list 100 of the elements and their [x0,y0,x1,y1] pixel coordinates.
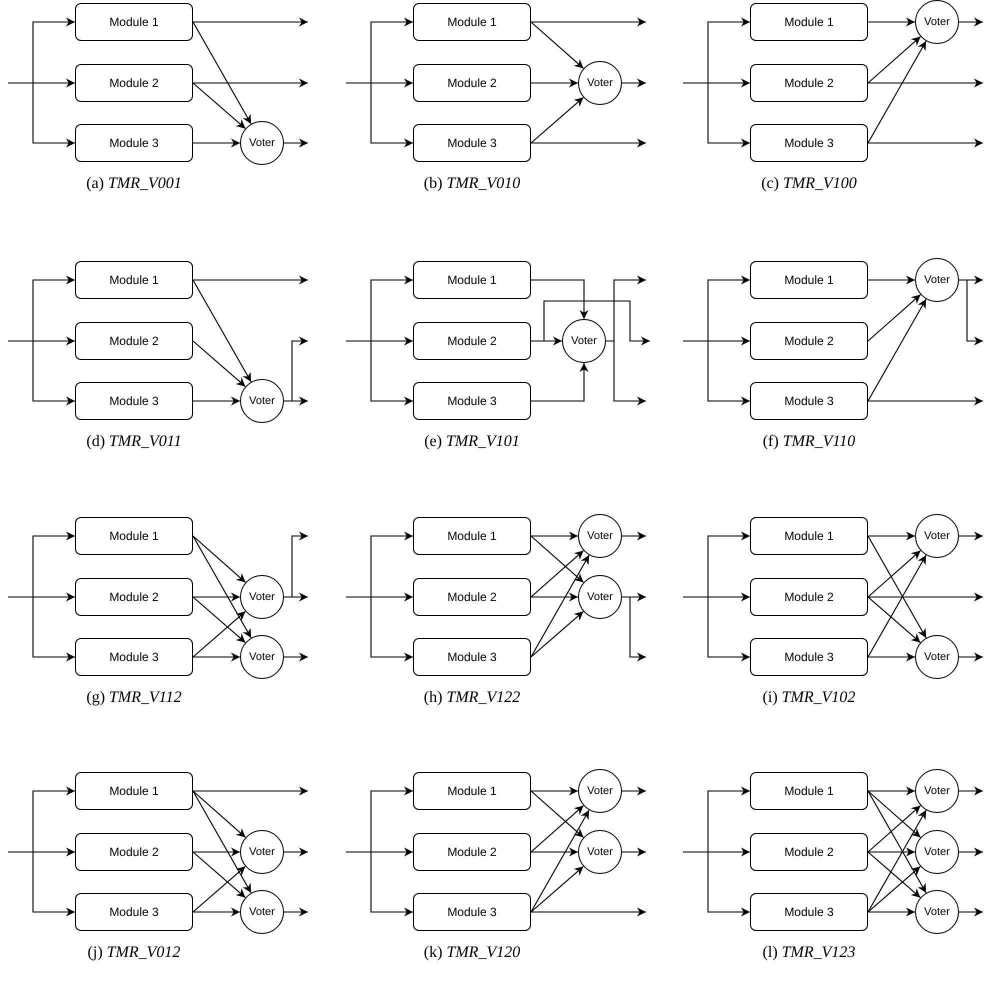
arrow [530,536,584,583]
arrow [530,805,584,852]
arrow [868,276,915,284]
module-box: Module 3 [413,382,531,420]
arrow [868,532,915,540]
arrow [284,396,308,406]
figure-caption: (j) TMR_V012 [86,943,182,963]
arrow [868,550,921,598]
arrow [622,532,646,540]
arrow [531,848,578,856]
arrow [193,908,240,916]
arrow [192,536,252,638]
arrow [868,554,927,658]
figure-caption: (h) TMR_V122 [422,688,522,708]
arrow [193,786,308,796]
arrow [868,786,915,796]
arrow [192,596,246,643]
arrow [868,848,915,856]
module-box: Module 3 [750,382,868,420]
module-box: Module 2 [750,64,868,102]
arrow [530,554,590,658]
figure-caption: (i) TMR_V102 [762,688,856,708]
arrow [868,138,983,148]
arrow [959,848,983,856]
arrow [868,294,921,342]
arrow [284,848,308,856]
arrow [868,908,915,916]
arrow [868,810,927,912]
arrow [868,298,927,402]
arrow [959,908,983,916]
arrow [192,866,246,912]
arrow [868,396,983,406]
module-box: Module 1 [750,517,868,555]
module-box: Module 2 [75,64,193,102]
arrow [622,78,646,88]
arrow [531,908,646,916]
arrow [193,276,308,284]
arrow [192,611,246,658]
module-box: Module 1 [750,3,868,41]
figure-caption: (l) TMR_V123 [762,943,856,963]
arrow [193,138,240,148]
arrow [192,340,246,387]
arrow [868,78,983,88]
arrow [622,848,646,856]
module-box: Module 1 [75,3,193,41]
module-box: Module 2 [413,322,531,360]
module-box: Module 1 [75,261,193,299]
arrow [192,536,246,583]
arrow [192,852,246,898]
figure-caption: (a) TMR_V001 [85,174,183,194]
module-box: Module 2 [75,322,193,360]
module-box: Module 1 [750,772,868,810]
module-box: Module 1 [413,3,531,41]
arrow [531,138,646,148]
arrow [531,532,578,540]
module-box: Module 1 [75,772,193,810]
arrow [530,611,584,658]
module-box: Module 2 [750,322,868,360]
figure-caption: (e) TMR_V101 [423,432,521,452]
arrow [959,532,983,540]
figure-caption: (g) TMR_V112 [85,688,183,708]
arrow [959,18,983,26]
arrow [192,790,252,894]
arrow [868,790,927,894]
arrow [530,810,590,912]
module-box: Module 1 [413,517,531,555]
arrow [868,866,921,912]
figure-caption: (f) TMR_V110 [762,432,856,452]
arrow [868,852,921,898]
arrow [192,280,252,382]
arrow [192,790,246,838]
module-box: Module 3 [75,382,193,420]
module-box: Module 2 [413,64,531,102]
arrow [192,22,252,124]
arrow [193,396,240,406]
arrow [531,300,650,346]
module-box: Module 1 [413,772,531,810]
arrow [531,18,646,26]
arrow [622,786,646,796]
module-box: Module 2 [750,833,868,871]
module-box: Module 3 [413,638,531,676]
module-box: Module 2 [750,578,868,616]
arrow [959,786,983,796]
arrow [531,279,588,319]
arrow [868,790,921,838]
arrow [868,18,915,26]
arrow [868,652,915,662]
arrow [530,97,584,144]
figure-caption: (k) TMR_V120 [422,943,522,963]
module-box: Module 3 [75,124,193,162]
arrow [284,592,308,602]
arrow [193,592,240,602]
arrow [284,652,308,662]
module-box: Module 2 [413,578,531,616]
arrow [193,848,240,856]
arrow [868,40,927,144]
module-box: Module 3 [413,124,531,162]
arrow [531,78,578,88]
arrow [868,536,927,638]
figure-caption: (c) TMR_V100 [760,174,858,194]
